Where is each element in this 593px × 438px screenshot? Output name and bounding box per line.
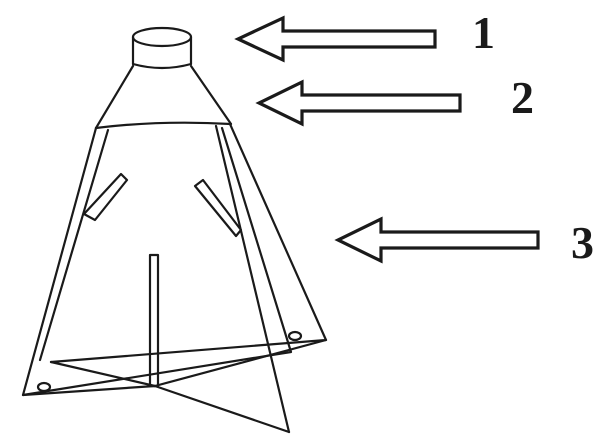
top-cap: [131, 26, 193, 70]
arrow-1: [234, 15, 437, 63]
cone-collar: [94, 64, 233, 130]
label-2: 2: [511, 72, 534, 123]
arrow-2: [255, 79, 462, 127]
label-3: 3: [571, 217, 593, 268]
arrow-3: [334, 216, 540, 264]
trap-body: [21, 122, 328, 434]
label-1: 1: [472, 7, 495, 58]
